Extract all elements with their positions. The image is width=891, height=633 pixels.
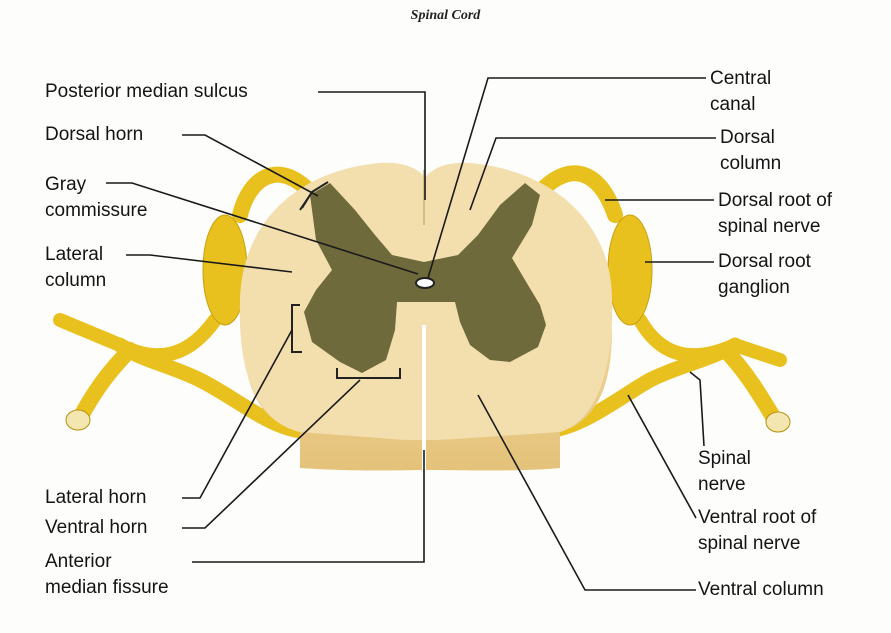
- label-lateral-horn: Lateral horn: [45, 487, 147, 508]
- label-line: Spinal: [698, 448, 751, 469]
- label-lateral-column: Lateral column: [45, 242, 106, 294]
- right-dorsal-root-ganglion: [607, 214, 653, 326]
- figure-title: Spinal Cord: [410, 8, 481, 23]
- label-posterior-median-sulcus: Posterior median sulcus: [45, 81, 248, 102]
- label-dorsal-root-ganglion: Dorsal root ganglion: [718, 249, 811, 301]
- label-line: ganglion: [718, 277, 790, 298]
- label-dorsal-root: Dorsal root of spinal nerve: [718, 188, 832, 240]
- label-line: Ventral root of: [698, 507, 817, 528]
- label-ventral-horn: Ventral horn: [45, 517, 148, 538]
- left-spinal-nerve: [53, 166, 318, 440]
- label-line: column: [720, 153, 782, 174]
- left-nerve-cut-end: [65, 409, 91, 431]
- label-gray-commissure: Gray commissure: [45, 172, 147, 224]
- label-spinal-nerve: Spinal nerve: [698, 446, 751, 498]
- label-line: nerve: [698, 474, 746, 495]
- label-ventral-root: Ventral root of spinal nerve: [698, 505, 816, 557]
- leader-lines: [106, 77, 716, 591]
- label-line: Lateral: [45, 244, 104, 265]
- label-dorsal-horn: Dorsal horn: [45, 124, 144, 145]
- label-line: Dorsal root: [718, 251, 811, 272]
- label-line: Gray: [45, 174, 87, 195]
- label-line: Anterior: [45, 551, 112, 572]
- label-line: spinal nerve: [718, 216, 821, 237]
- label-line: median fissure: [45, 577, 169, 598]
- label-line: Central: [710, 68, 772, 89]
- label-line: canal: [710, 94, 756, 115]
- right-nerve-cut-end: [765, 411, 791, 433]
- label-line: Dorsal root of: [718, 190, 833, 211]
- label-anterior-median-fissure: Anterior median fissure: [45, 549, 169, 601]
- label-central-canal: Central canal: [710, 66, 771, 118]
- label-line: spinal nerve: [698, 533, 801, 554]
- label-dorsal-column: Dorsal column: [720, 125, 781, 177]
- label-line: commissure: [45, 200, 148, 221]
- label-line: column: [45, 270, 107, 291]
- central-canal: [415, 277, 435, 289]
- label-line: Dorsal: [720, 127, 775, 148]
- label-ventral-column: Ventral column: [698, 579, 824, 600]
